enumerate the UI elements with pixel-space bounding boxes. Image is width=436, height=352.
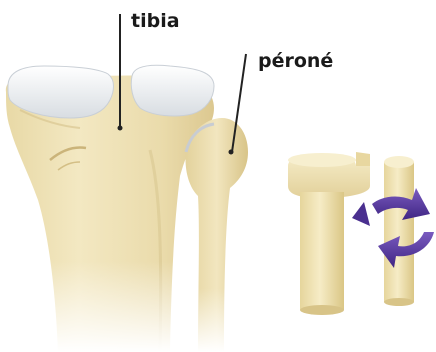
tibia-pointer-dot bbox=[118, 126, 123, 131]
rotation-model bbox=[288, 152, 434, 315]
fibula-model-post bbox=[384, 156, 414, 306]
fibula-bone bbox=[180, 118, 260, 352]
fibula-label: péroné bbox=[258, 50, 333, 72]
tibia-label: tibia bbox=[131, 10, 180, 32]
fibula-pointer-dot bbox=[229, 150, 234, 155]
tibia-model-block bbox=[288, 152, 370, 315]
